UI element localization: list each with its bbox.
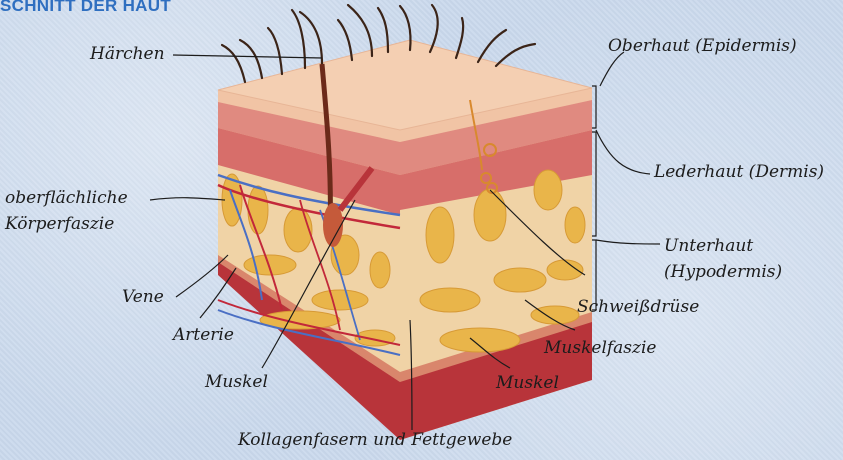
label-arterie: Arterie (173, 325, 234, 345)
label-muskelfaszie: Muskelfaszie (544, 338, 656, 358)
label-oberhaut: Oberhaut (Epidermis) (608, 36, 797, 56)
label-koerperfaszie-line1: oberflächliche (5, 188, 128, 208)
label-schweissdruese: Schweißdrüse (577, 297, 699, 317)
label-unterhaut-line1: Unterhaut (664, 236, 753, 256)
label-lederhaut: Lederhaut (Dermis) (654, 162, 824, 182)
label-kollagen: Kollagenfasern und Fettgewebe (238, 430, 512, 450)
label-vene: Vene (122, 287, 164, 307)
label-muskel-left: Muskel (205, 372, 268, 392)
label-unterhaut-line2: (Hypodermis) (664, 262, 782, 282)
label-muskel-right: Muskel (496, 373, 559, 393)
label-haerchen: Härchen (90, 44, 165, 64)
label-koerperfaszie-line2: Körperfaszie (5, 214, 114, 234)
